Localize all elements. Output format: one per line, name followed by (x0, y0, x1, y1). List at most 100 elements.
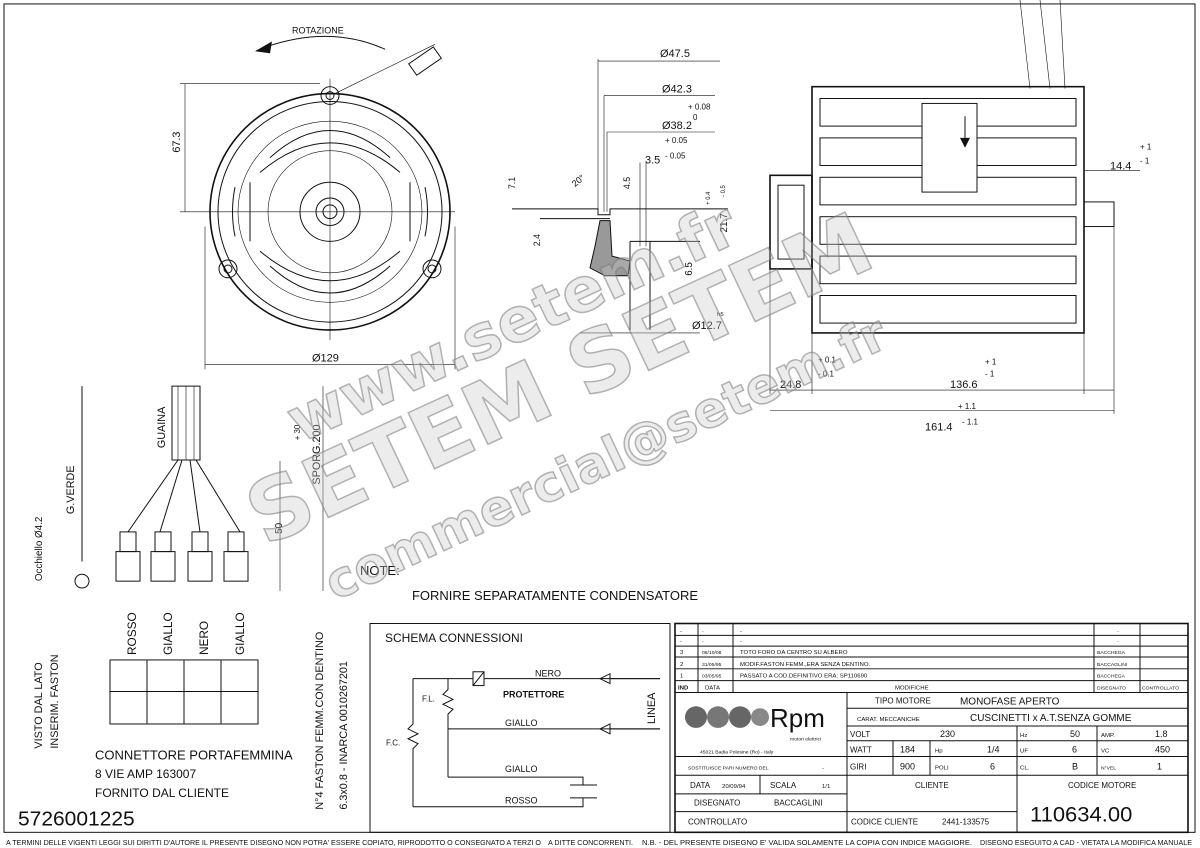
col-header: MODIFICHE (895, 686, 929, 692)
revision-cell: TOTO FORO DA CENTRO SU ALBERO (740, 650, 848, 656)
value: 184 (900, 745, 915, 755)
wire-label: ROSSO (125, 612, 139, 655)
dim-d2: Ø42.3 (662, 84, 692, 96)
label: UF (1020, 749, 1028, 755)
footer-copyright: A DITTE CONCORRENTI. (548, 838, 633, 847)
dim: 7.1 (507, 177, 517, 189)
wire-label: GIALLO (161, 612, 175, 655)
dim: 24.8 (780, 379, 801, 391)
tol: - 1 (985, 369, 995, 378)
tol: + 0.05 (665, 136, 688, 145)
rpm-logo: Rpm motori elettrici 45021 Badia Polesin… (685, 705, 825, 756)
revision-cell: 3 (680, 650, 684, 656)
dim-d1: Ø47.5 (660, 48, 690, 60)
tol: + 0.08 (688, 102, 711, 111)
tol: + 30 (293, 424, 302, 440)
col-header: IND (678, 686, 689, 692)
revision-cell: BACCHEGA (1097, 674, 1126, 680)
revision-cell: - (1117, 640, 1119, 645)
rotation-arrow-icon (264, 35, 386, 50)
mechanical-features: CUSCINETTI x A.T.SENZA GOMME (970, 713, 1132, 724)
tol: + 0.4 (706, 191, 712, 205)
value: 1/1 (822, 784, 831, 790)
value: 1/4 (987, 745, 1000, 755)
label: TIPO MOTORE (875, 696, 931, 705)
tol: + 0.1 (818, 356, 837, 365)
tol: + 1.1 (958, 402, 977, 411)
label: NERO (535, 669, 561, 679)
note-label: NOTE: (360, 563, 400, 578)
tol: - 0.5 (721, 185, 727, 197)
label: SCALA (770, 781, 797, 790)
label: CONTROLLATO (688, 817, 747, 826)
label: AMP. (1101, 733, 1115, 739)
value: 1 (1157, 761, 1162, 771)
label: CLIENTE (915, 781, 949, 790)
tol: - 1 (1140, 157, 1150, 166)
value: 1.8 (1155, 729, 1168, 739)
dim: 14.4 (1110, 160, 1131, 172)
value: 20/09/94 (722, 784, 746, 790)
label: GIRI (850, 762, 866, 771)
dim: SPORG.200 (311, 424, 323, 484)
footer-note: N.B. - DEL PRESENTE DISEGNO E' VALIDA SO… (642, 838, 972, 847)
label: LINEA (646, 692, 658, 724)
shaft-detail: Ø47.5 Ø42.3 + 0.08 0 Ø38.2 + 0.05 - 0.05… (507, 48, 730, 334)
value: - (822, 765, 824, 771)
label: GIALLO (505, 764, 538, 774)
revision-cell: - (680, 628, 682, 634)
value: B (1072, 761, 1078, 771)
dim: 20° (570, 172, 587, 188)
col-header: DATA (705, 686, 720, 692)
dim-height: 67.3 (171, 132, 183, 153)
revision-cell: - (702, 629, 704, 634)
label: PROTETTORE (503, 689, 564, 699)
tol: - 0.1 (818, 369, 835, 378)
note-text: FORNIRE SEPARATAMENTE CONDENSATORE (412, 588, 698, 603)
tol: - 1.1 (962, 418, 979, 427)
drawing-sheet: ROTAZIONE 67.3 Ø129 Ø47.5 Ø42.3 (3, 0, 1196, 834)
title-block: Rpm motori elettrici 45021 Badia Polesin… (675, 692, 1188, 833)
revision-cell: - (1117, 629, 1119, 634)
logo-sub: motori elettrici (790, 737, 821, 743)
value: 2441-133575 (942, 817, 990, 826)
connector-note: FORNITO DAL CLIENTE (95, 786, 229, 800)
label: ROSSO (505, 796, 538, 806)
dim: 161.4 (925, 422, 953, 434)
value: 230 (940, 729, 955, 739)
tol: - 0.05 (665, 152, 686, 161)
value: 450 (1155, 745, 1170, 755)
rotation-label: ROTAZIONE (292, 26, 344, 36)
label: POLI (935, 765, 949, 771)
revision-cell: BACCAGLINI (1097, 662, 1127, 668)
label: F.C. (386, 739, 400, 748)
value: 900 (900, 761, 915, 771)
watermark: www.setem.fr SETEM SETEM commercial@sete… (231, 188, 897, 612)
connection-schema: SCHEMA CONNESSIONI NERO PROTETTORE GIALL… (369, 623, 671, 833)
footer-note: DISEGNO ESEGUITO A CAD - VIETATA LA MODI… (980, 838, 1192, 847)
label: N°VEL (1101, 765, 1116, 771)
eyelet-label: Occhiello Ø4.2 (34, 516, 45, 581)
faston-note: N°4 FASTON FEMM.CON DENTINO (314, 632, 326, 810)
wiring-detail: GUAINA G.VERDE Occhiello Ø4.2 50 SPORG.2… (18, 385, 350, 831)
label: F.L. (422, 694, 435, 703)
col-header: DISEGNATO (1097, 686, 1126, 692)
dim-diameter: Ø129 (312, 353, 339, 365)
label: CODICE MOTORE (1068, 781, 1136, 790)
tol: 0 (693, 113, 698, 122)
label: DATA (690, 781, 711, 790)
wire-label: NERO (197, 621, 211, 655)
label: Hz (1020, 733, 1027, 739)
label: CODICE CLIENTE (851, 817, 918, 826)
dim-d3: Ø38.2 (662, 120, 692, 132)
address: 45021 Badia Polesine (Ro) - Italy (700, 750, 774, 756)
motor-type: MONOFASE APERTO (960, 696, 1060, 707)
front-view: ROTAZIONE 67.3 Ø129 (171, 26, 456, 370)
revision-cell: PASSATO A COD.DEFINITIVO ERA: SP110690 (740, 674, 868, 680)
value: 6 (990, 761, 995, 771)
part-number: 5726001225 (18, 808, 135, 831)
value: 6 (1072, 745, 1077, 755)
footer: A TERMINI DELLE VIGENTI LEGGI SUI DIRITT… (6, 838, 1192, 847)
